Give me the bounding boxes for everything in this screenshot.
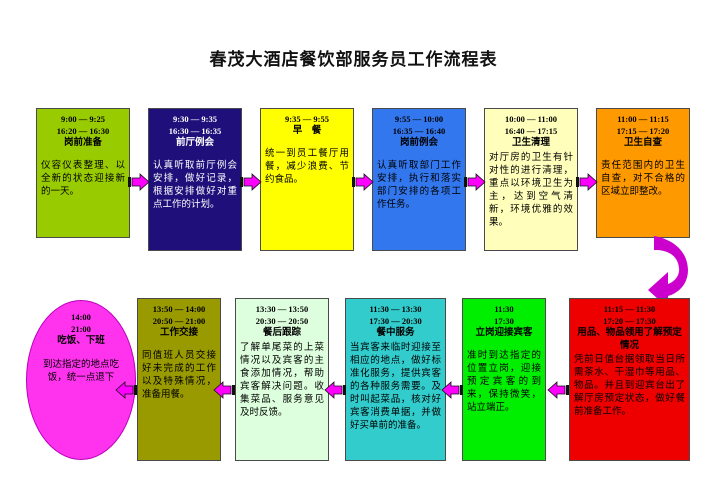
node-heading: 立岗迎接宾客 xyxy=(475,327,533,338)
flow-arrow-left-5 xyxy=(547,380,569,400)
node-time-1: 11:00 — 11:15 xyxy=(617,114,669,124)
flow-arrow-right-4 xyxy=(464,172,486,192)
node-body: 统一到员工餐厅用餐，减少浪费、节约食品。 xyxy=(265,147,349,185)
step-greeting-guests[interactable]: 11:30 17:30 立岗迎接宾客 准时到达指定的位置立岗，迎接预定宾客的到来… xyxy=(462,298,546,461)
node-body: 了解单尾菜的上菜情况以及宾客的主食添加情况，帮助宾客解决问题。收集菜品、服务意见… xyxy=(240,341,324,418)
node-body: 认真听取前厅例会安排，做好记录，根据安排做好对重点工作的计划。 xyxy=(153,159,237,210)
node-time-2: 20:30 — 20:50 xyxy=(255,316,309,326)
node-time-1: 9:30 — 9:35 xyxy=(173,114,217,124)
node-time-1: 9:00 — 9:25 xyxy=(61,114,105,124)
node-body: 准时到达指定的位置立岗，迎接预定宾客的到来，保持微笑，站立端正。 xyxy=(467,349,541,413)
node-time-1: 13:30 — 13:50 xyxy=(255,304,309,314)
node-body: 同值班人员交接好未完成的工作以及特殊情况，准备用餐。 xyxy=(142,349,216,400)
node-time-1: 9:35 — 9:55 xyxy=(285,114,329,124)
flow-arrow-right-5 xyxy=(576,172,598,192)
node-body: 凭前日值台据领取当日所需茶水、干湿巾等用品、物品。并且到迎宾台出了解厅房预定状态… xyxy=(574,354,685,417)
node-body: 对厅房的卫生有针对性的进行清理，重点以环境卫生为主，达到空气清新，环境优雅的效果… xyxy=(489,151,573,228)
step-hygiene-cleaning[interactable]: 10:00 — 11:00 16:40 — 17:15 卫生清理 对厅房的卫生有… xyxy=(484,108,578,251)
node-heading: 岗前例会 xyxy=(399,137,438,148)
flow-arrow-right-3 xyxy=(352,172,374,192)
step-front-office-meeting[interactable]: 9:30 — 9:35 16:30 — 16:35 前厅例会 认真听取前厅例会安… xyxy=(148,108,242,251)
node-heading: 工作交接 xyxy=(159,327,198,338)
step-post-meal-followup[interactable]: 13:30 — 13:50 20:30 — 20:50 餐后跟踪 了解单尾菜的上… xyxy=(235,298,329,461)
node-body: 当宾客来临时迎接至相应的地点，做好标准化服务，提供宾客的各种服务需要。及时叫起菜… xyxy=(350,341,441,431)
node-heading: 卫生自查 xyxy=(623,137,662,148)
node-time-1: 10:00 — 11:00 xyxy=(505,114,557,124)
node-time-1: 13:50 — 14:00 xyxy=(152,304,206,314)
node-heading: 餐中服务 xyxy=(376,327,415,338)
node-body: 到达指定的地点吃饭，统一点退下 xyxy=(42,358,119,383)
node-heading: 卫生清理 xyxy=(511,137,550,148)
step-breakfast[interactable]: 9:35 — 9:55 早 餐 统一到员工餐厅用餐，减少浪费、节约食品。 xyxy=(260,108,354,251)
step-shift-handover[interactable]: 13:50 — 14:00 20:50 — 21:00 工作交接 同值班人员交接… xyxy=(137,298,221,461)
node-time-1: 11:30 — 13:30 xyxy=(369,304,422,314)
step-pre-shift-meeting[interactable]: 9:55 — 10:00 16:35 — 16:40 岗前例会 认真听取部门工作… xyxy=(372,108,466,251)
node-heading: 吃饭、下班 xyxy=(57,335,105,346)
node-time-1: 11:30 xyxy=(494,304,514,314)
node-heading: 岗前准备 xyxy=(63,137,102,148)
node-body: 仪容仪表整理、以全新的状态迎接新的一天。 xyxy=(41,159,125,197)
node-body: 认真听取部门工作安排，执行和落实部门安排的各项工作任务。 xyxy=(377,159,461,210)
node-time-2: 17:20 — 17:30 xyxy=(603,316,656,326)
node-time-2: 17:15 — 17:20 xyxy=(616,126,670,136)
node-heading: 前厅例会 xyxy=(175,137,214,148)
step-hygiene-self-check[interactable]: 11:00 — 11:15 17:15 — 17:20 卫生自查 责任范围内的卫… xyxy=(596,108,690,238)
step-pre-shift-preparation[interactable]: 9:00 — 9:25 16:20 — 16:30 岗前准备 仪容仪表整理、以全… xyxy=(36,108,130,238)
flow-arrow-left-3 xyxy=(324,380,346,400)
node-time-2: 16:20 — 16:30 xyxy=(56,126,110,136)
flow-arrow-left-1 xyxy=(115,380,137,400)
node-time-2: 16:40 — 17:15 xyxy=(504,126,558,136)
node-time-2: 21:00 xyxy=(71,324,91,334)
node-time-2: 17:30 — 20:30 xyxy=(369,316,422,326)
page-title: 春茂大酒店餐饮部服务员工作流程表 xyxy=(209,50,498,69)
node-time-2: 17:30 xyxy=(494,316,514,326)
wrap-curved-arrow-icon xyxy=(638,232,704,339)
flow-arrow-right-1 xyxy=(128,172,150,192)
node-time-1: 9:55 — 10:00 xyxy=(394,114,444,124)
node-time-2: 16:30 — 16:35 xyxy=(168,126,222,136)
node-heading: 餐后跟踪 xyxy=(262,327,301,338)
step-end-of-shift-meal[interactable]: 14:00 21:00 吃饭、下班 到达指定的地点吃饭，统一点退下 xyxy=(26,300,136,460)
node-heading: 用品、物品领用了解预定情况 xyxy=(577,327,682,351)
node-time-1: 14:00 xyxy=(71,312,91,322)
flow-arrow-left-2 xyxy=(213,380,235,400)
node-body: 责任范围内的卫生自查，对不合格的区域立即整改。 xyxy=(601,159,685,197)
node-time-2: 20:50 — 21:00 xyxy=(152,316,206,326)
flow-arrow-left-4 xyxy=(441,380,463,400)
node-heading: 早 餐 xyxy=(292,125,322,136)
step-supplies-and-reservations[interactable]: 11:15 — 11:30 17:20 — 17:30 用品、物品领用了解预定情… xyxy=(569,298,690,461)
step-in-meal-service[interactable]: 11:30 — 13:30 17:30 — 20:30 餐中服务 当宾客来临时迎… xyxy=(345,298,446,461)
node-time-1: 11:15 — 11:30 xyxy=(603,304,656,314)
flow-arrow-right-2 xyxy=(240,172,262,192)
node-time-2: 16:35 — 16:40 xyxy=(392,126,446,136)
